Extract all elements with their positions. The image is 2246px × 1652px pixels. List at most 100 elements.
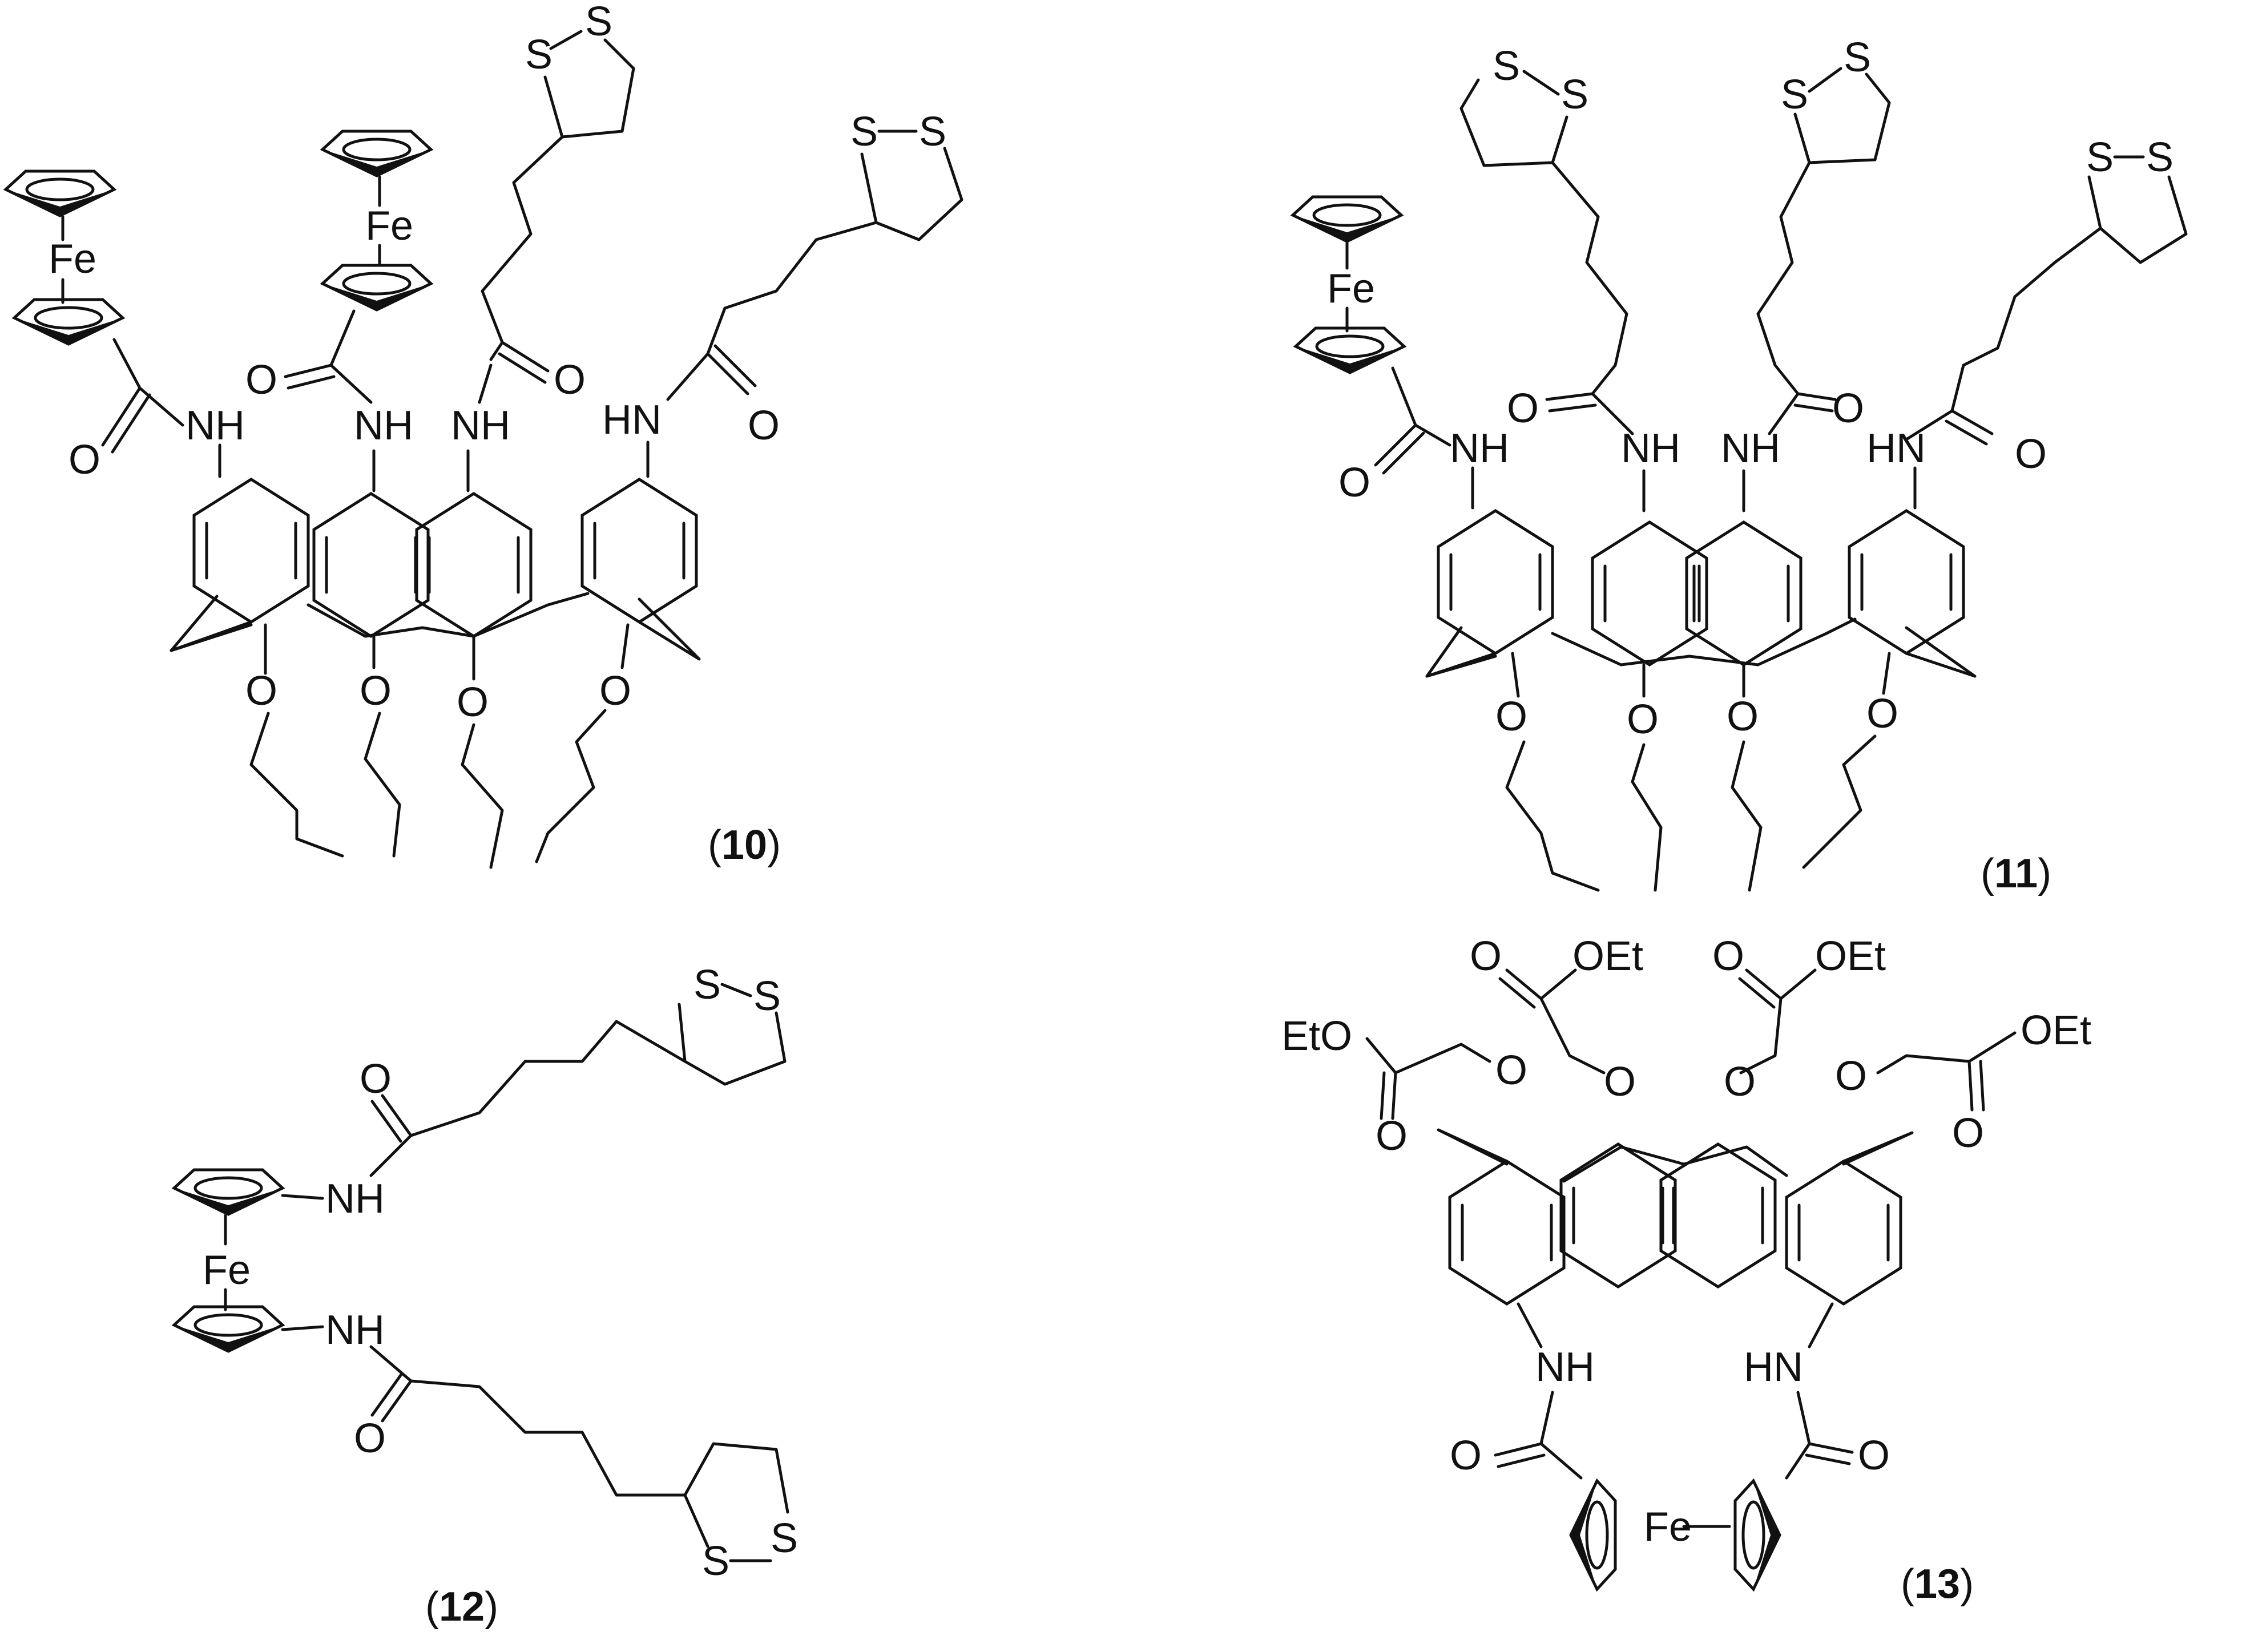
compound-12: S S O NH Fe NH O S S (12) <box>174 962 798 1630</box>
amide-nh-label: NH <box>1721 426 1780 471</box>
carbonyl-oxygen: O <box>1450 1433 1482 1479</box>
lipoamide-chain-1: S S <box>1459 43 1634 435</box>
compound-caption: (13) <box>1901 1561 1974 1607</box>
compound-caption: (10) <box>708 822 781 868</box>
carbonyl-oxygen: O <box>245 357 277 403</box>
ether-oxygen: O <box>1866 691 1898 737</box>
carbonyl-oxygen: O <box>2015 431 2047 477</box>
aromatic-ring <box>1787 1161 1901 1304</box>
sulfur-label: S <box>525 32 553 78</box>
aromatic-ring <box>1450 1161 1564 1304</box>
ethoxy-label: EtO <box>1281 1013 1352 1059</box>
ether-oxygen: O <box>1495 694 1527 740</box>
iron-label: Fe <box>49 236 96 282</box>
aromatic-ring <box>1592 522 1707 665</box>
sulfur-label: S <box>771 1516 798 1561</box>
carbonyl-oxygen: O <box>68 437 100 483</box>
carbonyl-oxygen: O <box>1952 1110 1984 1156</box>
carbonyl-oxygen: O <box>1470 934 1502 979</box>
sulfur-label: S <box>693 962 721 1008</box>
compound-10: Fe O NH Fe O NH S S O NH S S <box>6 0 963 869</box>
aromatic-ring <box>1438 511 1553 653</box>
cyclopentadienyl-ring <box>6 171 114 216</box>
carbonyl-oxygen: O <box>1376 1113 1408 1159</box>
compound-11: Fe O NH S S O NH S S O NH S S <box>1293 35 2188 896</box>
ferrocene-unit-1: Fe <box>6 171 184 454</box>
amide-nh-label: NH <box>1450 426 1509 471</box>
ether-oxygen: O <box>1627 697 1659 742</box>
cyclopentadienyl-ring <box>174 1170 283 1214</box>
calixarene-core <box>1437 1128 1914 1348</box>
cyclopentadienyl-ring <box>1735 1481 1780 1589</box>
cyclopentadienyl-ring <box>322 265 431 310</box>
lipoamide-chain-1: S S <box>481 0 635 384</box>
lipoamide-chain-upper: S S <box>369 962 787 1177</box>
ethoxy-label: OEt <box>1572 934 1643 979</box>
cyclopentadienyl-ring <box>322 131 431 176</box>
cyclopentadienyl-ring <box>1571 1481 1615 1589</box>
sulfur-label: S <box>919 109 946 155</box>
amide-nh-label: NH <box>325 1307 385 1353</box>
iron-label: Fe <box>1644 1504 1692 1550</box>
carbonyl-oxygen: O <box>1338 460 1370 506</box>
ferrocene-unit-2: Fe <box>284 131 431 404</box>
aromatic-ring <box>194 479 308 622</box>
lipoamide-chain-2: S S <box>666 109 963 401</box>
calixarene-core <box>170 441 701 681</box>
lipoamide-chain-2: S S <box>1756 35 1891 435</box>
iron-label: Fe <box>365 203 413 249</box>
carbonyl-oxygen: O <box>748 403 780 449</box>
sulfur-label: S <box>585 0 612 45</box>
aromatic-ring <box>1687 522 1801 665</box>
sulfur-label: S <box>2086 135 2114 180</box>
amide-nh-label: NH <box>354 403 413 449</box>
ethoxy-label: OEt <box>2021 1008 2091 1053</box>
iron-label: Fe <box>1327 266 1375 312</box>
ether-oxygen: O <box>1604 1059 1636 1105</box>
ethoxy-label: OEt <box>1815 934 1886 979</box>
sulfur-label: S <box>1781 72 1808 118</box>
ether-oxygen: O <box>360 668 392 714</box>
cyclopentadienyl-ring <box>1293 197 1401 241</box>
amide-hn-label: HN <box>1744 1344 1803 1390</box>
sulfur-label: S <box>1493 43 1520 89</box>
iron-label: Fe <box>203 1247 251 1293</box>
carbonyl-oxygen: O <box>1712 934 1744 979</box>
compound-caption: (11) <box>1981 851 2051 896</box>
propyl-chains <box>1505 734 1877 892</box>
sulfur-label: S <box>702 1538 729 1584</box>
sulfur-label: S <box>1561 72 1588 118</box>
aromatic-ring <box>314 494 428 636</box>
ferrocene-unit: Fe <box>174 1170 324 1351</box>
aromatic-ring <box>1561 1144 1675 1287</box>
aromatic-ring <box>417 494 531 636</box>
ether-oxygen: O <box>1495 1048 1527 1093</box>
amide-nh-label: NH <box>1621 426 1680 471</box>
ferrocene-unit <box>1494 1391 1854 1589</box>
ether-oxygen: O <box>1724 1059 1756 1105</box>
ether-oxygen: O <box>457 680 489 725</box>
amide-nh-label: NH <box>325 1176 385 1222</box>
ester-arms: O OEt O OEt EtO O OEt O <box>1281 934 2091 1159</box>
ether-oxygen: O <box>1727 694 1759 740</box>
carbonyl-oxygen: O <box>1507 386 1539 431</box>
compound-caption: (12) <box>425 1584 498 1630</box>
carbonyl-oxygen: O <box>554 357 586 403</box>
amide-hn-label: HN <box>1866 426 1926 471</box>
carbonyl-oxygen: O <box>354 1416 386 1461</box>
amide-nh-label: NH <box>451 403 510 449</box>
cyclopentadienyl-ring <box>174 1307 283 1351</box>
carbonyl-oxygen: O <box>1832 386 1864 431</box>
calixarene-core <box>1425 466 1977 698</box>
ether-oxygen: O <box>1835 1053 1867 1099</box>
carbonyl-oxygen: O <box>1858 1433 1890 1479</box>
ether-oxygen: O <box>245 668 277 714</box>
sulfur-label: S <box>2146 135 2174 180</box>
lipoamide-chain-lower <box>369 1345 789 1562</box>
aromatic-ring <box>1849 511 1963 653</box>
lipoamide-chain-3: S S <box>1905 135 2188 446</box>
amide-nh-label: NH <box>186 403 245 449</box>
propyl-chains <box>249 709 607 869</box>
cyclopentadienyl-ring <box>14 300 123 344</box>
